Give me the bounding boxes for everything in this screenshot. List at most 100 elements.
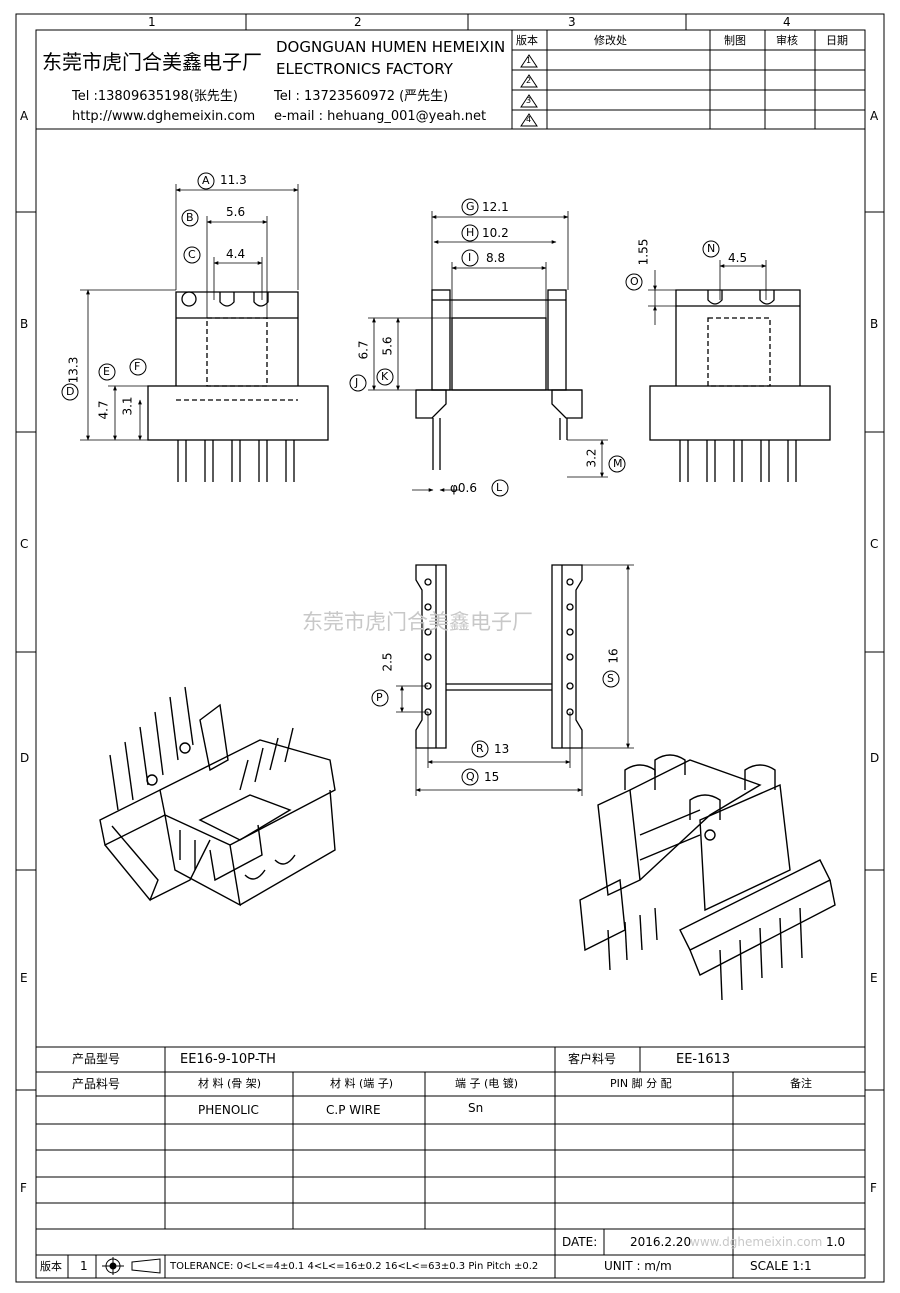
dim-P-letter: P xyxy=(376,691,383,704)
zone-row-e-right: E xyxy=(870,971,878,985)
dim-R-letter: R xyxy=(476,742,484,755)
side-view xyxy=(415,289,583,470)
unit-text: UNIT : m/m xyxy=(604,1259,672,1273)
zone-col-4: 4 xyxy=(783,15,791,29)
outer-frame xyxy=(15,13,885,1283)
dim-N-value: 4.5 xyxy=(728,251,748,265)
rev-header-drawn: 制图 xyxy=(724,34,746,47)
customer-part-value: EE-1613 xyxy=(676,1052,731,1067)
end-view xyxy=(649,289,831,482)
zone-row-c-left: C xyxy=(20,537,29,551)
plating-label: 端 子 (电 镀) xyxy=(455,1077,519,1090)
company-tel-1: Tel :13809635198(张先生) xyxy=(72,89,238,104)
company-name-en-2: ELECTRONICS FACTORY xyxy=(276,60,453,78)
dim-B-value: 5.6 xyxy=(226,205,246,219)
zone-col-3: 3 xyxy=(568,15,576,29)
dim-Q-letter: Q xyxy=(466,770,475,783)
dim-L-letter: L xyxy=(496,481,503,494)
zone-col-2: 2 xyxy=(354,15,362,29)
zone-row-f-left: F xyxy=(20,1181,27,1195)
plating-value: Sn xyxy=(468,1101,484,1115)
zone-row-b-right: B xyxy=(870,317,879,331)
customer-part-label: 客户料号 xyxy=(568,1052,617,1066)
zone-row-e-left: E xyxy=(20,971,28,985)
revision-code: 1.0 xyxy=(826,1235,846,1249)
dim-E-value: 4.7 xyxy=(96,400,111,420)
company-email[interactable]: e-mail : hehuang_001@yeah.net xyxy=(274,109,487,124)
zone-row-f-right: F xyxy=(870,1181,877,1195)
pin-assign-label: PIN 脚 分 配 xyxy=(610,1077,672,1090)
company-name-en-1: DOGNGUAN HUMEN HEMEIXIN xyxy=(276,38,506,56)
iso-view-right xyxy=(579,754,836,1001)
dim-C-letter: C xyxy=(188,248,196,261)
dim-B-letter: B xyxy=(186,211,194,224)
dim-K-value: 5.6 xyxy=(380,336,395,356)
dim-S-value: 16 xyxy=(606,648,621,664)
company-website[interactable]: http://www.dghemeixin.com xyxy=(72,109,256,124)
rev-row-4: 4 xyxy=(526,115,532,124)
company-tel-2: Tel : 13723560972 (严先生) xyxy=(274,89,449,104)
product-part-label: 产品料号 xyxy=(72,1077,121,1091)
dim-A-letter: A xyxy=(202,174,210,187)
dim-I-letter: I xyxy=(468,251,472,264)
version-value: 1 xyxy=(80,1259,88,1273)
callout-circles xyxy=(61,172,720,786)
dim-G-value: 12.1 xyxy=(482,200,509,214)
scale-text: SCALE 1:1 xyxy=(750,1259,812,1273)
dim-I-value: 8.8 xyxy=(486,251,506,265)
rev-row-1: 1 xyxy=(526,56,532,65)
footer-watermark-url: www.dghemeixin.com xyxy=(690,1235,823,1249)
zone-row-b-left: B xyxy=(20,317,29,331)
tolerance-text: TOLERANCE: 0<L<=4±0.1 4<L<=16±0.2 16<L<=… xyxy=(170,1261,539,1272)
dim-O-letter: O xyxy=(630,275,639,288)
company-name-cn: 东莞市虎门合美鑫电子厂 xyxy=(42,50,262,74)
projection-symbol xyxy=(102,1257,161,1275)
dim-J-letter: J xyxy=(355,376,359,389)
zone-row-a-right: A xyxy=(870,109,879,123)
dim-S-letter: S xyxy=(607,672,614,685)
top-view xyxy=(415,564,583,749)
material-pin-label: 材 料 (端 子) xyxy=(330,1077,394,1090)
material-bobbin-label: 材 料 (骨 架) xyxy=(198,1077,262,1090)
dim-D-value: 13.3 xyxy=(66,356,81,384)
material-pin-value: C.P WIRE xyxy=(326,1103,381,1117)
rev-header-date: 日期 xyxy=(826,34,848,47)
inner-frame xyxy=(35,29,866,1279)
dim-L-value: φ0.6 xyxy=(450,481,477,495)
dim-H-value: 10.2 xyxy=(482,226,509,240)
remark-label: 备注 xyxy=(790,1077,812,1090)
product-model-value: EE16-9-10P-TH xyxy=(180,1052,276,1067)
dim-E-letter: E xyxy=(103,365,110,378)
rev-row-2: 2 xyxy=(526,76,532,85)
zone-col-1: 1 xyxy=(148,15,156,29)
rev-header-version: 版本 xyxy=(516,34,538,47)
dim-J-value: 6.7 xyxy=(356,340,371,360)
dim-H-letter: H xyxy=(466,226,475,239)
zone-row-c-right: C xyxy=(870,537,879,551)
iso-view-left xyxy=(99,686,336,907)
dim-M-value: 3.2 xyxy=(584,448,599,468)
dim-F-value: 3.1 xyxy=(120,396,135,416)
product-model-label: 产品型号 xyxy=(72,1052,121,1066)
front-view xyxy=(147,291,329,482)
dim-P-value: 2.5 xyxy=(380,652,395,672)
zone-row-a-left: A xyxy=(20,109,29,123)
dim-K-letter: K xyxy=(381,370,389,383)
rev-header-change: 修改处 xyxy=(594,34,627,47)
date-value: 2016.2.20 xyxy=(630,1235,692,1249)
dim-N-letter: N xyxy=(707,242,716,255)
date-label: DATE: xyxy=(562,1235,598,1249)
zone-row-d-left: D xyxy=(20,751,30,765)
dim-O-value: 1.55 xyxy=(636,238,651,266)
dim-R-value: 13 xyxy=(494,742,510,756)
center-watermark: 东莞市虎门合美鑫电子厂 xyxy=(302,610,533,634)
version-label: 版本 xyxy=(40,1260,62,1273)
dim-G-letter: G xyxy=(466,200,475,213)
rev-header-checked: 审核 xyxy=(776,34,798,47)
rev-row-3: 3 xyxy=(526,96,532,105)
dim-F-letter: F xyxy=(134,360,141,373)
dim-C-value: 4.4 xyxy=(226,247,246,261)
zone-row-d-right: D xyxy=(870,751,880,765)
material-bobbin-value: PHENOLIC xyxy=(198,1103,259,1117)
